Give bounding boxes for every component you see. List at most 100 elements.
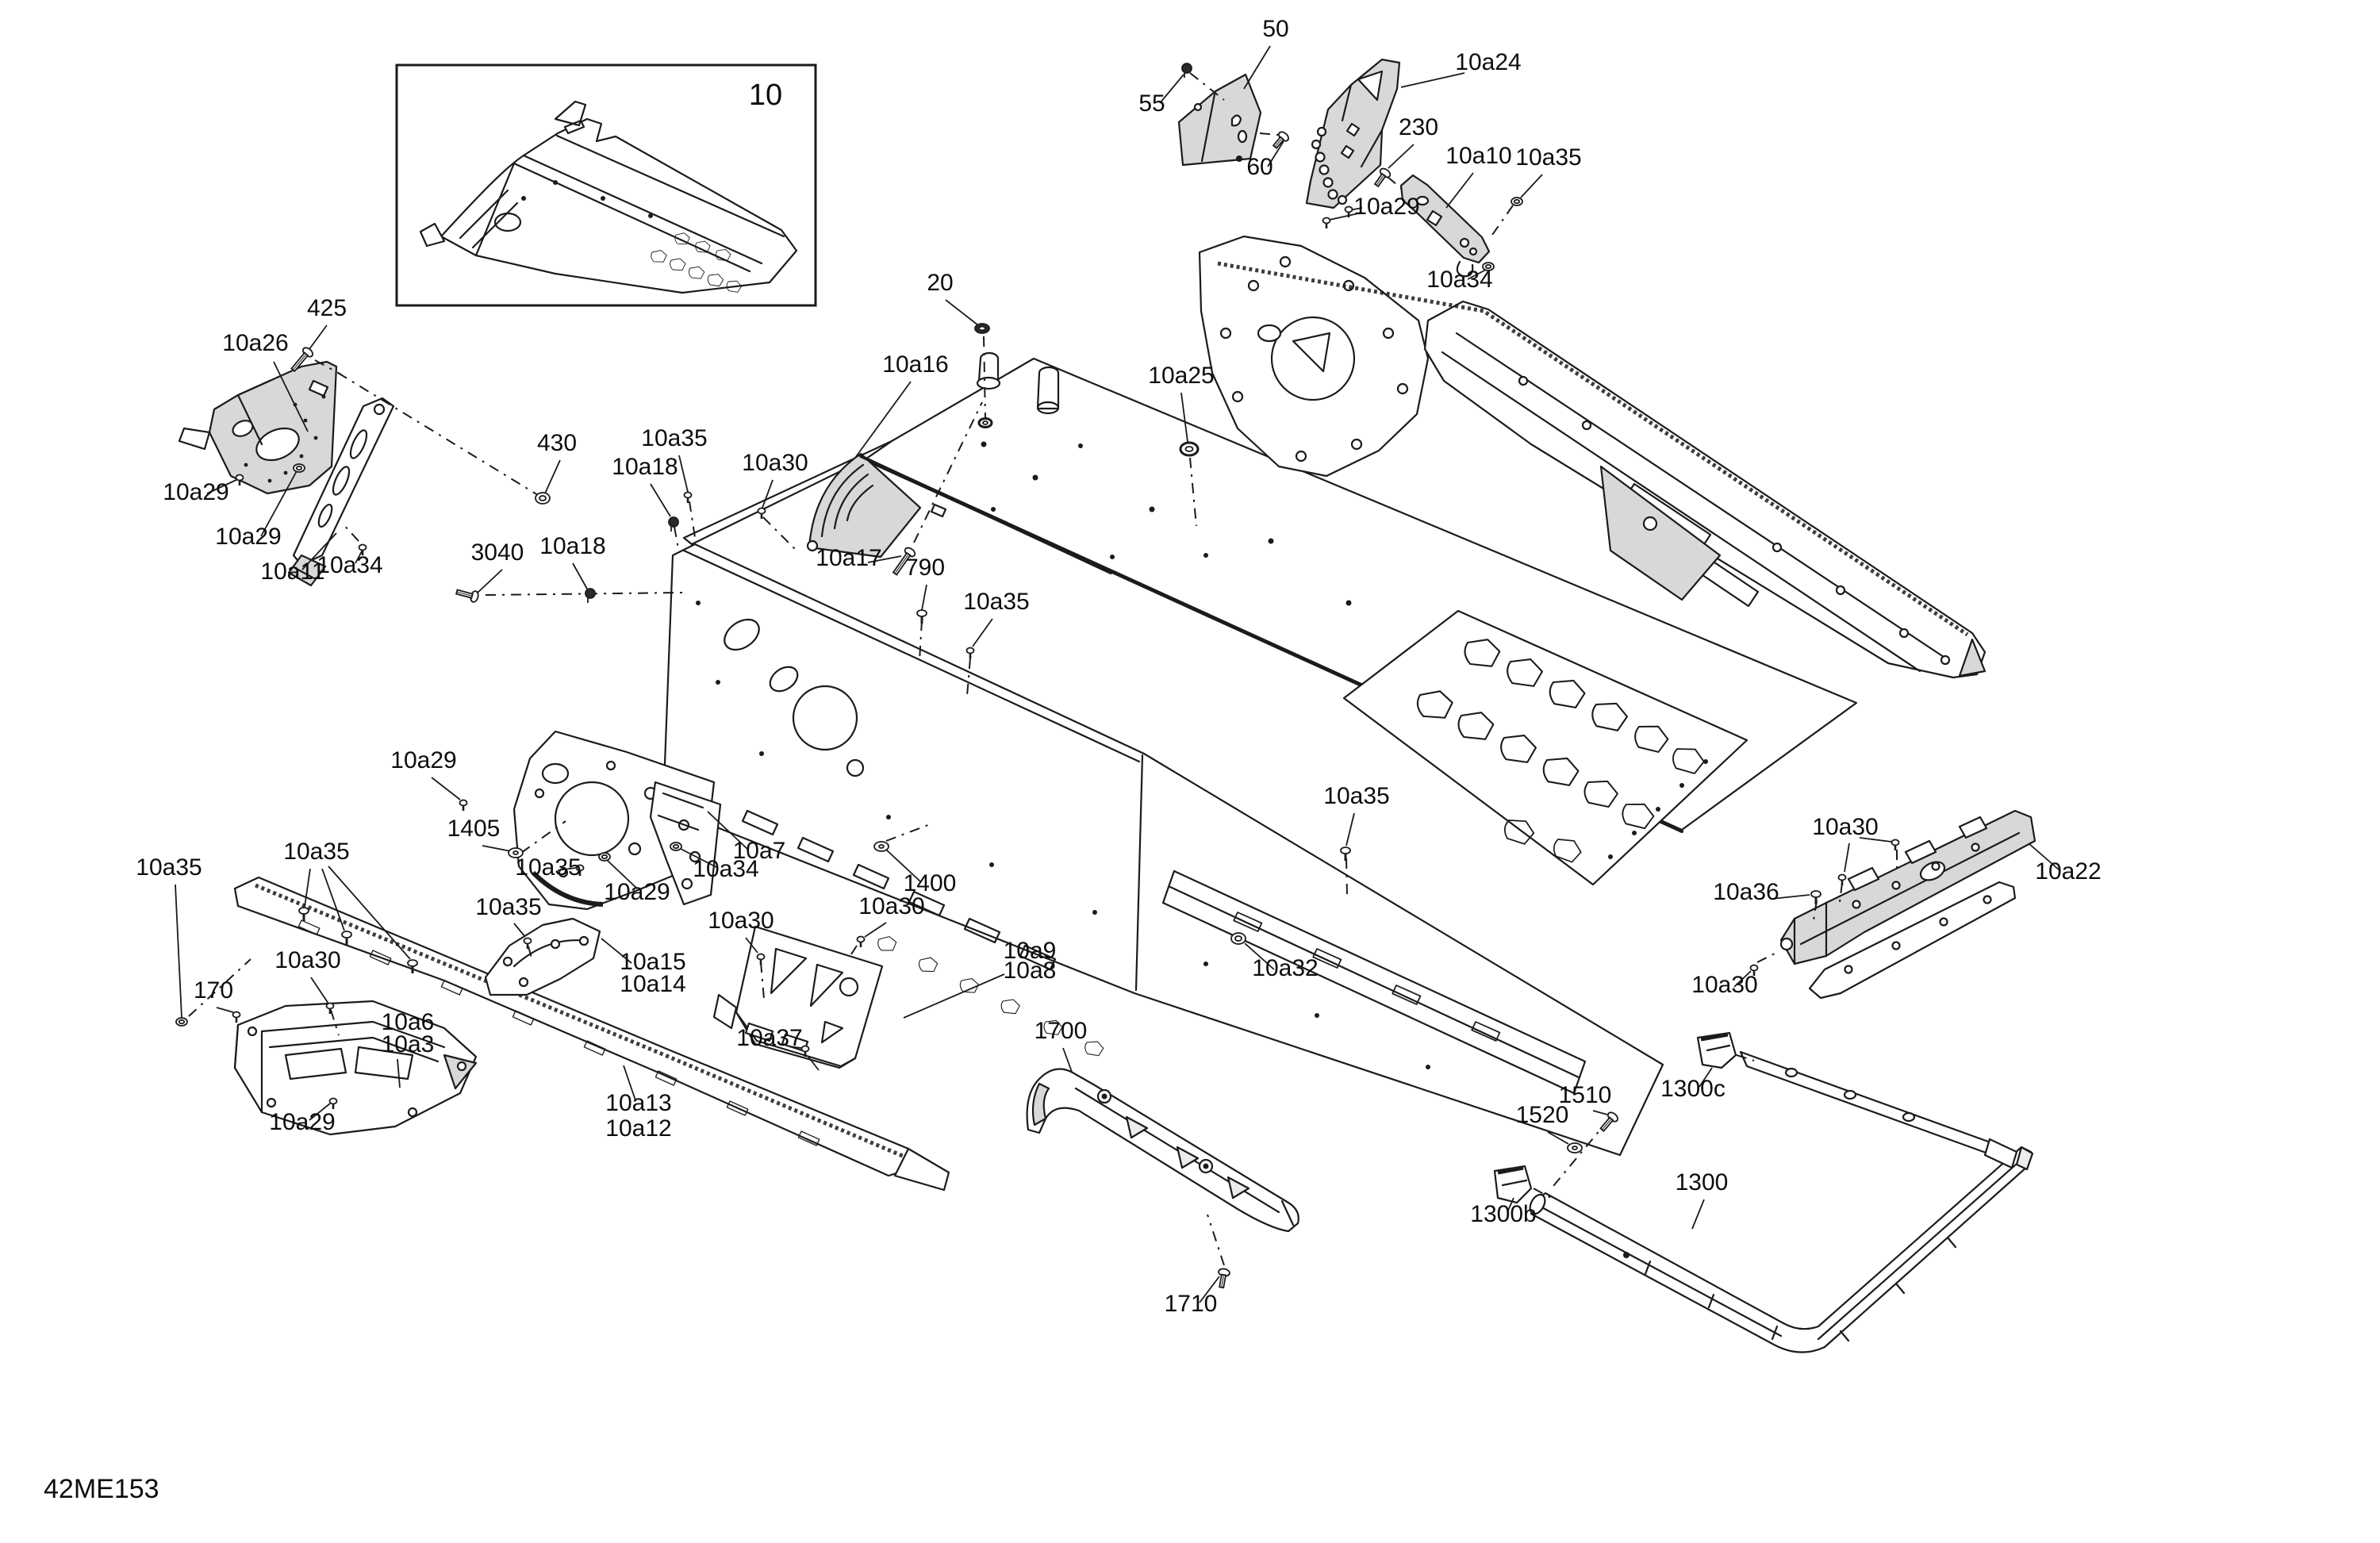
fastener-nut2-icon bbox=[535, 492, 551, 505]
part-label-1405: 1405 bbox=[447, 816, 501, 842]
fastener-screw2-icon bbox=[235, 474, 244, 486]
heat-exchanger-panel bbox=[1342, 609, 1749, 886]
part-label-10a29: 10a29 bbox=[269, 1109, 335, 1135]
fastener-screw2-icon bbox=[1749, 964, 1759, 976]
leader-line bbox=[921, 584, 927, 611]
fastener-screw-icon bbox=[407, 959, 418, 973]
part-label-1510: 1510 bbox=[1559, 1082, 1612, 1108]
fastener-nut-icon bbox=[670, 842, 682, 851]
leader-line bbox=[310, 977, 329, 1004]
dashed-line bbox=[885, 823, 933, 842]
leader-line bbox=[945, 299, 979, 326]
fastener-screw2-icon bbox=[232, 1011, 241, 1023]
leader-line bbox=[789, 1046, 802, 1049]
fastener-screw2-icon bbox=[1837, 873, 1847, 885]
dashed-line bbox=[1839, 882, 1843, 903]
leader-line bbox=[544, 459, 561, 494]
dashed-line bbox=[674, 526, 680, 554]
fasteners bbox=[175, 63, 1900, 1289]
fastener-screw2-icon bbox=[328, 1097, 338, 1109]
part-label-55: 55 bbox=[1138, 90, 1165, 117]
part-label-10a37: 10a37 bbox=[736, 1025, 802, 1051]
leader-line bbox=[885, 849, 921, 882]
fastener-nut-icon bbox=[293, 463, 305, 473]
leader-line bbox=[1733, 970, 1752, 988]
leader-line bbox=[1592, 1110, 1608, 1115]
leader-line bbox=[1547, 1131, 1569, 1145]
fastener-screw2-icon bbox=[800, 1045, 810, 1057]
part-10a10-support-arm bbox=[1399, 174, 1491, 278]
leader-line bbox=[807, 1055, 820, 1071]
leader-line bbox=[1180, 392, 1188, 443]
part-10a16-front-closure bbox=[806, 452, 1112, 574]
dashed-line bbox=[1259, 132, 1279, 136]
part-label-10a9: 10a9 bbox=[1004, 938, 1057, 964]
fastener-screw2-icon bbox=[1344, 205, 1353, 217]
right-side-rail-assembly bbox=[1217, 261, 1987, 679]
leader-line bbox=[1243, 45, 1271, 90]
part-label-10a34: 10a34 bbox=[1426, 267, 1492, 293]
leader-line bbox=[1345, 812, 1355, 846]
leader-lines bbox=[175, 45, 2060, 1303]
part-label-50: 50 bbox=[1262, 16, 1288, 42]
dashed-line bbox=[1207, 1214, 1225, 1266]
part-label-10a34: 10a34 bbox=[693, 856, 758, 882]
part-label-10a14: 10a14 bbox=[620, 971, 685, 997]
leader-line bbox=[1691, 1199, 1705, 1230]
front-frame-member-right bbox=[1198, 235, 1430, 478]
fastener-screw2-icon bbox=[459, 799, 468, 811]
part-label-10a18: 10a18 bbox=[612, 454, 678, 480]
part-label-10a35: 10a35 bbox=[136, 854, 202, 881]
leader-line bbox=[1267, 140, 1284, 167]
part-10a26-bulkhead-bracket bbox=[178, 360, 338, 495]
part-label-230: 230 bbox=[1399, 114, 1438, 140]
leader-line bbox=[1388, 144, 1415, 169]
leader-line bbox=[607, 860, 638, 889]
fastener-bolt-icon bbox=[892, 547, 916, 576]
leader-line bbox=[431, 777, 461, 800]
leader-line bbox=[355, 549, 363, 564]
leader-line bbox=[854, 381, 912, 459]
fastener-screw2-icon bbox=[358, 543, 367, 555]
fastener-nut-icon bbox=[175, 1017, 188, 1027]
leader-line bbox=[482, 845, 512, 852]
leader-line bbox=[1507, 1197, 1514, 1213]
part-label-10a36: 10a36 bbox=[1713, 879, 1779, 905]
leader-line bbox=[175, 884, 182, 1019]
dashed-line bbox=[1189, 457, 1197, 527]
leader-line bbox=[762, 479, 774, 509]
fastener-grommet-icon bbox=[977, 417, 993, 428]
tunnel-mounting-posts bbox=[976, 351, 1060, 415]
part-label-10a29: 10a29 bbox=[215, 524, 281, 550]
part-label-3040: 3040 bbox=[471, 539, 524, 566]
leader-line bbox=[1445, 172, 1474, 209]
leader-line bbox=[1199, 1276, 1220, 1303]
fastener-nut-icon bbox=[1482, 262, 1495, 271]
fastener-screw-icon bbox=[298, 907, 309, 921]
part-label-60: 60 bbox=[1246, 154, 1273, 180]
dashed-line bbox=[330, 1009, 340, 1036]
leader-line bbox=[397, 1058, 401, 1088]
dashed-line bbox=[341, 522, 359, 542]
part-label-10a16: 10a16 bbox=[882, 351, 948, 378]
part-50-heat-shield bbox=[1177, 73, 1262, 167]
leader-line bbox=[1771, 894, 1810, 900]
dashed-line bbox=[760, 961, 765, 1000]
part-label-10a15: 10a15 bbox=[620, 949, 685, 975]
leader-line bbox=[1699, 1067, 1713, 1088]
leader-line bbox=[1329, 212, 1363, 221]
leader-line bbox=[328, 866, 411, 960]
part-label-790: 790 bbox=[905, 555, 945, 581]
part-label-10a29: 10a29 bbox=[163, 479, 228, 505]
leader-line bbox=[2028, 843, 2060, 871]
dashed-line bbox=[1549, 1119, 1610, 1192]
inset-reference-box bbox=[395, 63, 817, 307]
fastener-screw2-icon bbox=[1891, 839, 1900, 850]
part-label-1300: 1300 bbox=[1676, 1169, 1729, 1196]
fastener-screw-icon bbox=[1810, 890, 1821, 904]
fastener-screw2-icon bbox=[683, 491, 693, 503]
part-label-10a30: 10a30 bbox=[742, 450, 808, 476]
part-label-10a35: 10a35 bbox=[1323, 783, 1389, 809]
fastener-nut2-icon bbox=[1230, 932, 1246, 945]
